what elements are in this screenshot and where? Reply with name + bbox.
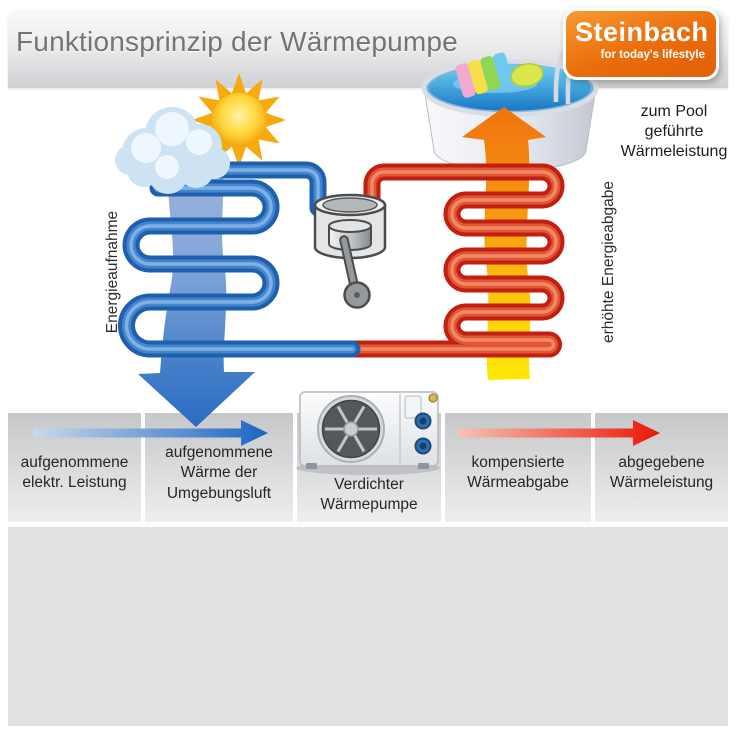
steinbach-logo: Steinbach for today's lifestyle xyxy=(563,8,719,80)
pool-output-label-line: Wärmeleistung xyxy=(621,143,728,160)
panel-label-line: Verdichter xyxy=(334,476,404,493)
cold-pipe-coil xyxy=(118,161,361,358)
energy-intake-arrow xyxy=(138,146,255,427)
panel-label-line: Wärmepumpe xyxy=(320,496,418,514)
logo-brand-text: Steinbach xyxy=(575,17,709,47)
left-coil-label: Energieaufnahme xyxy=(104,211,121,333)
panel-output-heat: abgegebene Wärmeleistung xyxy=(595,413,728,522)
panel-label-line: Wärme der xyxy=(180,464,258,482)
panel-compensated-heat-label: kompensierte Wärmeabgabe xyxy=(445,453,591,494)
panel-label-line: elektr. Leistung xyxy=(22,474,127,492)
panel-compressor-label: Verdichter Wärmepumpe xyxy=(297,475,441,516)
panel-electric-input-label: aufgenommene elektr. Leistung xyxy=(8,453,141,494)
panel-label-line: Wärmeabgabe xyxy=(467,474,569,492)
panel-ambient-heat: aufgenommene Wärme der Umgebungsluft xyxy=(145,413,293,522)
pool-output-label: zum Pool geführte Wärmeleistung xyxy=(621,103,728,160)
panel-label-line: abgegebene xyxy=(618,454,705,471)
panel-electric-input: aufgenommene elektr. Leistung xyxy=(8,413,141,522)
panel-label-line: aufgenommene xyxy=(20,454,129,471)
logo-tagline: for today's lifestyle xyxy=(600,49,705,61)
pool-output-label-line: zum Pool xyxy=(641,103,708,120)
panel-ambient-heat-label: aufgenommene Wärme der Umgebungsluft xyxy=(145,443,293,504)
panel-label-line: Umgebungsluft xyxy=(166,484,272,502)
panel-compensated-heat: kompensierte Wärmeabgabe xyxy=(445,413,591,522)
panel-label-line: kompensierte xyxy=(471,454,565,471)
heat-to-pool-arrow xyxy=(462,107,546,380)
panel-label-line: aufgenommene xyxy=(165,444,273,461)
panel-label-line: Wärmeleistung xyxy=(609,474,714,492)
pool-output-label-line: geführte xyxy=(645,123,704,140)
right-coil-label: erhöhte Energieabgabe xyxy=(600,181,617,343)
panel-output-heat-label: abgegebene Wärmeleistung xyxy=(595,453,728,494)
cloud-icon xyxy=(115,107,230,194)
panel-compressor: Verdichter Wärmepumpe xyxy=(297,413,441,522)
page-title: Funktionsprinzip der Wärmepumpe xyxy=(16,26,458,57)
footer-band xyxy=(8,527,728,726)
compressor-icon xyxy=(313,193,387,309)
hot-pipe-coil xyxy=(345,163,565,358)
